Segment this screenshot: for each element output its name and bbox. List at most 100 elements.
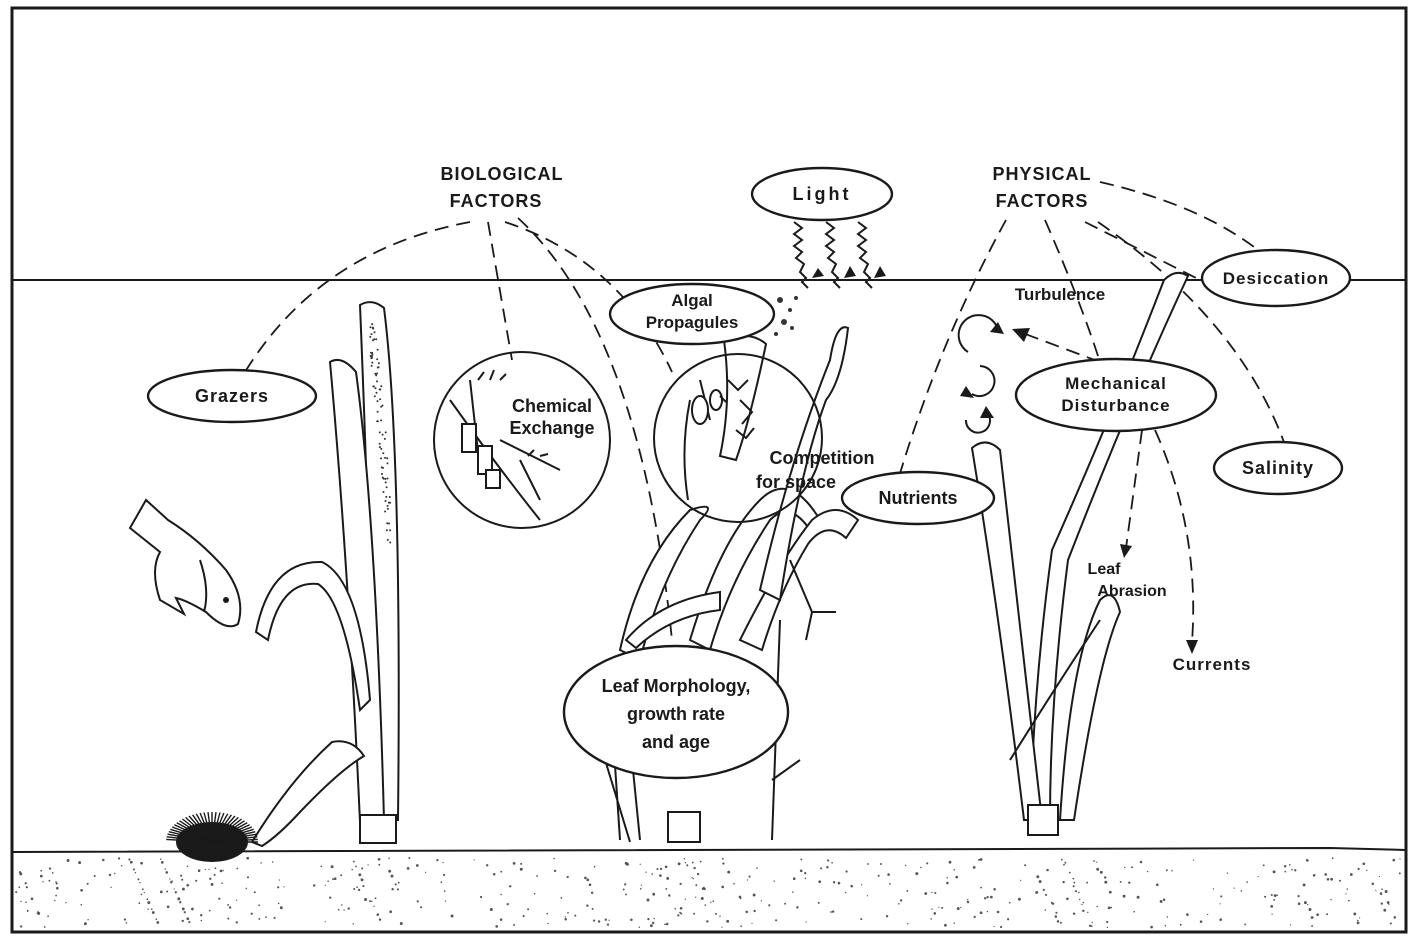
sediment-speck [949, 861, 952, 864]
sediment-speck [887, 873, 890, 876]
sediment-speck [1043, 889, 1045, 891]
epiphyte-speck [379, 443, 381, 445]
sediment-speck [78, 861, 81, 864]
sediment-speck [553, 858, 555, 860]
sediment-speck [65, 902, 66, 903]
sediment-speck [87, 883, 89, 885]
sediment-speck [486, 864, 488, 866]
epiphyte-speck [371, 323, 373, 325]
sediment-speck [94, 875, 96, 877]
sediment-speck [984, 897, 986, 899]
desiccation-label: Desiccation [1223, 269, 1329, 288]
epiphyte-speck [386, 457, 388, 459]
sediment-speck [114, 873, 115, 874]
sediment-speck [564, 918, 567, 921]
epiphyte-speck [371, 362, 373, 364]
sediment-speck [1380, 892, 1383, 895]
sediment-speck [133, 868, 135, 870]
sediment-speck [1394, 916, 1397, 919]
sediment-speck [1171, 870, 1173, 872]
sediment-speck [589, 883, 592, 886]
epiphyte-speck [375, 387, 377, 389]
sediment-speck [377, 913, 380, 916]
sediment-speck [175, 891, 177, 893]
sediment-speck [20, 925, 22, 927]
sediment-speck [251, 913, 253, 915]
sediment-speck [181, 879, 183, 881]
sediment-speck [395, 883, 397, 885]
sediment-speck [52, 872, 54, 874]
sediment-speck [160, 890, 163, 893]
sediment-speck [179, 901, 181, 903]
sediment-speck [222, 870, 224, 872]
sediment-speck [1147, 871, 1148, 872]
sediment-speck [147, 909, 148, 910]
sediment-speck [520, 868, 523, 871]
epiphyte-speck [389, 542, 391, 544]
sediment-speck [137, 878, 139, 880]
sediment-speck [353, 861, 355, 863]
sediment-speck [749, 876, 751, 878]
sediment-speck [389, 910, 392, 913]
sediment-speck [166, 871, 169, 874]
sediment-speck [1186, 913, 1189, 916]
sediment-speck [444, 890, 446, 892]
sediment-speck [719, 915, 721, 917]
sediment-speck [1064, 862, 1066, 864]
sediment-speck [710, 902, 711, 903]
sediment-speck [1289, 864, 1291, 866]
sediment-speck [1392, 859, 1395, 862]
sediment-speck [169, 878, 170, 879]
sediment-speck [151, 908, 153, 910]
sediment-speck [957, 907, 960, 910]
sediment-speck [1093, 860, 1095, 862]
sediment-speck [1164, 925, 1166, 927]
sediment-speck [87, 919, 88, 920]
sediment-speck [800, 869, 803, 872]
sediment-speck [1244, 923, 1246, 925]
sediment-speck [722, 858, 724, 860]
sediment-speck [1082, 910, 1084, 912]
sediment-speck [340, 874, 342, 876]
sediment-speck [1078, 892, 1080, 894]
sediment-speck [625, 893, 627, 895]
sediment-speck [1227, 872, 1228, 873]
epiphyte-speck [385, 431, 387, 433]
sediment-speck [773, 880, 774, 881]
epiphyte-speck [373, 385, 375, 387]
salinity-label: Salinity [1242, 458, 1314, 478]
desiccation-node: Desiccation [1202, 250, 1350, 306]
sediment-speck [674, 908, 676, 910]
sediment-speck [1060, 922, 1062, 924]
sediment-speck [1330, 878, 1333, 881]
sediment-speck [254, 891, 256, 893]
sediment-speck [1309, 908, 1312, 911]
sediment-speck [715, 913, 717, 915]
sediment-speck [1362, 862, 1365, 865]
sediment-speck [397, 888, 399, 890]
sediment-speck [1270, 905, 1273, 908]
sediment-speck [955, 876, 958, 879]
sediment-speck [1304, 901, 1307, 904]
sediment-speck [37, 912, 40, 915]
sediment-speck [40, 870, 42, 872]
sediment-speck [1104, 876, 1106, 878]
sediment-speck [827, 859, 829, 861]
sediment-speck [756, 867, 758, 869]
sediment-speck [236, 900, 237, 901]
sediment-speck [170, 881, 172, 883]
sediment-speck [640, 864, 641, 865]
sediment-speck [907, 923, 908, 924]
sediment-speck [20, 901, 21, 902]
sediment-speck [1345, 893, 1346, 894]
turbulence-label: Turbulence [1015, 285, 1105, 304]
sediment-speck [934, 912, 937, 915]
sediment-speck [1350, 873, 1353, 876]
sediment-speck [974, 916, 976, 918]
sediment-speck [369, 900, 371, 902]
sediment-speck [167, 905, 170, 908]
light-node: Light [752, 168, 892, 220]
diagram-frame [12, 8, 1406, 932]
sediment-speck [54, 900, 55, 901]
sediment-speck [584, 877, 587, 880]
